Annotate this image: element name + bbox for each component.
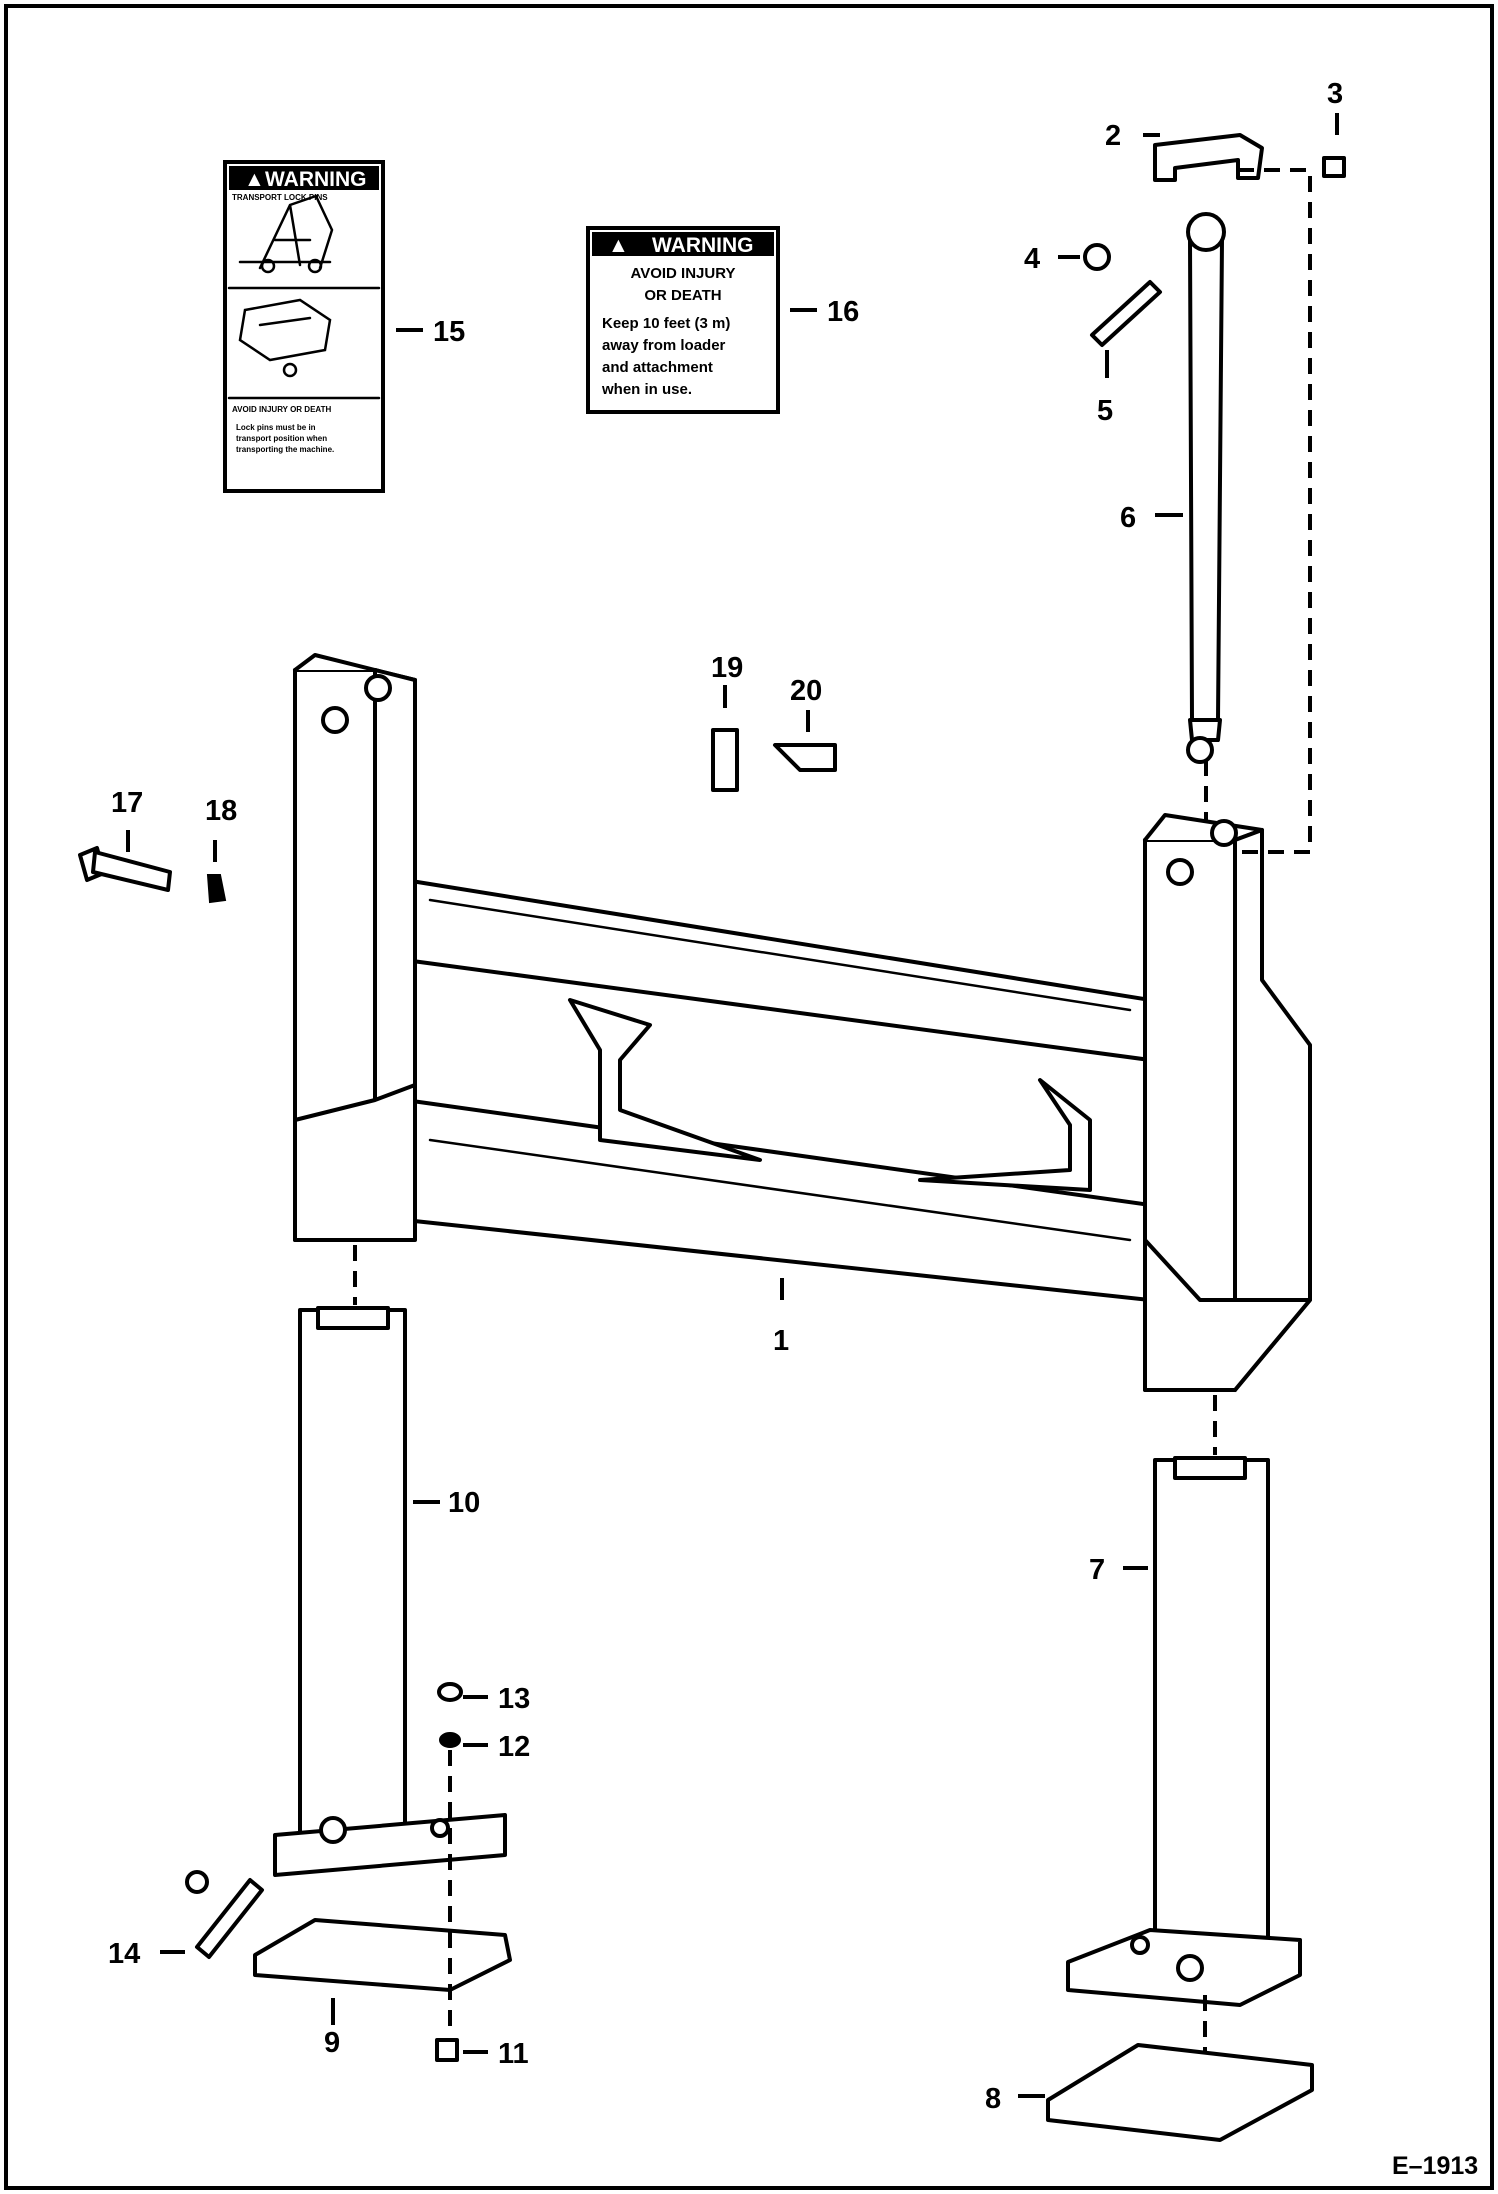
decal-16-body3: and attachment (602, 359, 713, 376)
part-7-stand-leg (1066, 1456, 1302, 2007)
part-19-bushing (711, 728, 739, 792)
assembly-line-bracket (1238, 168, 1312, 854)
callout-4: 4 (1024, 243, 1040, 275)
decal-15-caption: AVOID INJURY OR DEATH (232, 405, 331, 414)
decal-15-section: TRANSPORT LOCK PINS (232, 193, 328, 202)
callout-10: 10 (448, 1487, 480, 1519)
callout-16: 16 (827, 296, 859, 328)
decal-16-line2: OR DEATH (644, 287, 721, 304)
callout-20: 20 (790, 675, 822, 707)
part-11-screw (435, 2038, 459, 2062)
part-18-nut (206, 874, 227, 904)
callout-3: 3 (1327, 78, 1343, 110)
decal-16-body4: when in use. (601, 381, 692, 398)
part-13-nut (437, 1682, 463, 1702)
part-6-cylinder (1186, 212, 1226, 764)
leader-lines (126, 113, 1339, 2098)
decal-16-line1: AVOID INJURY (630, 265, 735, 282)
part-17-bolt (78, 846, 172, 892)
decal-16-header: WARNING (652, 234, 754, 257)
part-12-washer (439, 1732, 461, 1748)
callout-6: 6 (1120, 502, 1136, 534)
decal-16-warning-label: ▲ WARNING AVOID INJURY OR DEATH Keep 10 … (586, 226, 780, 414)
part-4-nut (1083, 243, 1111, 271)
callout-15: 15 (433, 316, 465, 348)
callout-8: 8 (985, 2083, 1001, 2115)
callout-17: 17 (111, 787, 143, 819)
part-5-pin (1090, 280, 1162, 347)
callout-2: 2 (1105, 120, 1121, 152)
diagram-border (4, 4, 1494, 2190)
part-2-bracket (1153, 133, 1264, 182)
part-20-key (773, 743, 837, 772)
callout-18: 18 (205, 795, 237, 827)
part-10-stand-leg (273, 1306, 507, 1877)
part-8-plate (1046, 2043, 1314, 2142)
part-3-bolt (1322, 156, 1346, 178)
callout-14: 14 (108, 1938, 140, 1970)
callout-19: 19 (711, 652, 743, 684)
part-14-pin (185, 1870, 264, 1959)
part-1-frame (293, 653, 1312, 1392)
decal-16-body2: away from loader (602, 337, 726, 354)
callout-numbers: 1 2 3 4 5 6 7 8 9 10 11 12 13 14 15 16 1… (108, 78, 1343, 2115)
callout-12: 12 (498, 1731, 530, 1763)
decal-16-body1: Keep 10 feet (3 m) (602, 315, 730, 332)
part-9-plate (253, 1918, 512, 1992)
callout-1: 1 (773, 1325, 789, 1357)
svg-text:▲: ▲ (244, 168, 265, 191)
callout-13: 13 (498, 1683, 530, 1715)
callout-9: 9 (324, 2027, 340, 2059)
callout-11: 11 (498, 2038, 529, 2070)
callout-5: 5 (1097, 395, 1113, 427)
callout-7: 7 (1089, 1554, 1105, 1586)
svg-text:▲: ▲ (608, 234, 629, 257)
figure-id: E–1913 (1392, 2152, 1478, 2180)
decal-15-warning-label: ▲ WARNING TRANSPORT LOCK PINS AVOID INJU… (223, 160, 385, 493)
decal-15-header: WARNING (265, 168, 367, 191)
